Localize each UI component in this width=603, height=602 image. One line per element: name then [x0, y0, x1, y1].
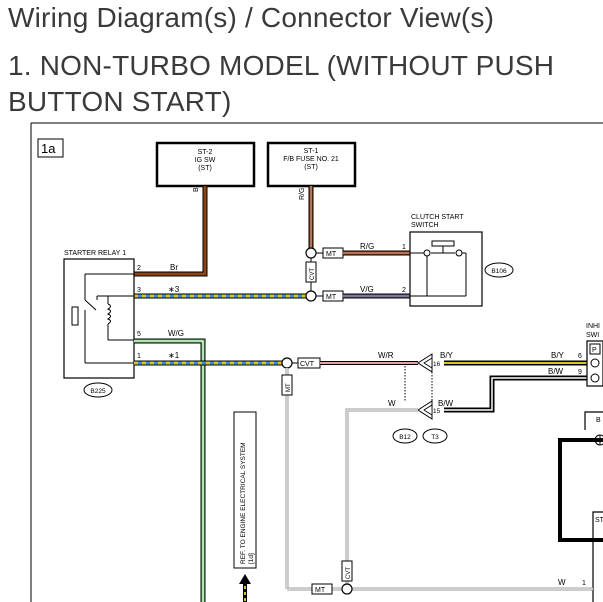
st1-line3: (ST) — [304, 164, 318, 171]
cvt-box-upper-label: CVT — [310, 268, 316, 280]
wire-by-right-label: B/Y — [551, 351, 565, 360]
relay-wire-2-label: Br — [170, 263, 178, 272]
inhibitor-title-2: SWI — [586, 332, 599, 339]
relay-wire-3-label: ∗3 — [168, 285, 180, 294]
cvt-box-lower — [341, 560, 353, 582]
mt-box-vertical — [281, 374, 293, 396]
st2-fuse-box: ST-2 IG SW (ST) — [155, 141, 256, 188]
st1-line1: ST-1 — [304, 148, 319, 155]
b12-tag — [392, 428, 418, 444]
diagram-tag-box — [37, 138, 64, 158]
cvt-box-wr-label: CVT — [300, 361, 315, 368]
inhibitor-p-label: P — [592, 347, 597, 354]
wire-w-label: W — [388, 399, 396, 408]
clutch-switch-title-2: SWITCH — [411, 222, 439, 229]
wire-by-left-label: B/Y — [440, 351, 454, 360]
ref-text-2: [1d] — [248, 553, 255, 564]
relay-pin-5: 5 — [137, 331, 141, 338]
clutch-switch-title-1: CLUTCH START — [411, 214, 464, 221]
diagram-frame — [30, 122, 603, 602]
t3-label: T3 — [431, 434, 439, 441]
clutch-wire-vg-label: V/G — [360, 285, 374, 294]
junction-rg — [305, 247, 317, 259]
section-title: 1. NON-TURBO MODEL (WITHOUT PUSH BUTTON … — [8, 50, 555, 117]
wire-wr-label: W/R — [378, 351, 394, 360]
wire-bw-lower-label: B/W — [438, 399, 454, 408]
wire-bw — [444, 375, 590, 413]
diagram-tag: 1a — [41, 141, 56, 156]
partial-component-st — [592, 511, 603, 602]
mt-box-vg-label: MT — [326, 294, 337, 301]
wire-rg-vertical-label: R/G — [299, 188, 306, 200]
page-title: Wiring Diagram(s) / Connector View(s) — [8, 2, 495, 33]
pin-9: 9 — [578, 369, 582, 376]
wire-w-bottom-label: W — [558, 578, 566, 587]
clutch-pin-2: 2 — [402, 287, 406, 294]
st1-fuse-box: ST-1 F/B FUSE NO. 21 (ST) — [266, 141, 357, 188]
wire-wg — [134, 338, 206, 602]
mt-box-rg-label: MT — [326, 251, 337, 258]
wire-bw-mid-label: B/W — [548, 367, 564, 376]
relay-wire-1-label: ∗1 — [168, 351, 180, 360]
b106-label: B106 — [491, 268, 507, 275]
t3-tag — [422, 428, 448, 444]
clutch-wire-rg-label: R/G — [360, 242, 374, 251]
cvt-box-lower-label: CVT — [346, 567, 352, 579]
st2-line3: (ST) — [198, 165, 212, 172]
clutch-start-switch — [409, 231, 483, 307]
pin-6: 6 — [578, 353, 582, 360]
thick-black-wire — [558, 438, 603, 542]
ref-arrow — [239, 574, 251, 602]
b225-tag — [83, 382, 113, 398]
b106-tag — [484, 262, 514, 278]
st1-line2: F/B FUSE NO. 21 — [283, 156, 339, 163]
mt-box-bottom — [311, 583, 333, 595]
clutch-pin-1: 1 — [402, 244, 406, 251]
junction-wr — [281, 357, 293, 369]
relay-pin-3: 3 — [137, 287, 141, 294]
inhibitor-title-1: INHI — [586, 323, 600, 330]
partial-b-label: B — [596, 417, 601, 424]
pin-15: 15 — [433, 408, 441, 415]
st2-line1: ST-2 — [198, 149, 213, 156]
mt-box-vertical-label: MT — [286, 383, 292, 392]
partial-st-label: ST — [595, 517, 603, 524]
ref-engine-box — [233, 411, 257, 569]
wire-br-vertical-label: Br — [193, 184, 200, 192]
pin-1-bottom: 1 — [582, 580, 586, 587]
connector-arrows — [417, 353, 433, 420]
pin-16: 16 — [433, 361, 441, 368]
junction-bottom — [341, 583, 353, 595]
wire-br — [134, 186, 208, 277]
ref-text-1: REF. TO ENGINE ELECTRICAL SYSTEM — [240, 442, 247, 564]
b225-label: B225 — [90, 388, 106, 395]
starter-relay-title: STARTER RELAY 1 — [64, 250, 126, 257]
starter-relay — [63, 258, 135, 379]
b12-label: B12 — [399, 434, 411, 441]
relay-pin-1: 1 — [137, 353, 141, 360]
cvt-box-upper — [305, 261, 317, 283]
wire-w — [345, 408, 418, 589]
relay-pin-2: 2 — [137, 265, 141, 272]
relay-wire-5-label: W/G — [168, 329, 184, 338]
mt-box-bottom-label: MT — [315, 587, 326, 594]
st2-line2: IG SW — [195, 157, 216, 164]
inhibitor-switch — [586, 340, 603, 387]
junction-vg — [305, 290, 317, 302]
